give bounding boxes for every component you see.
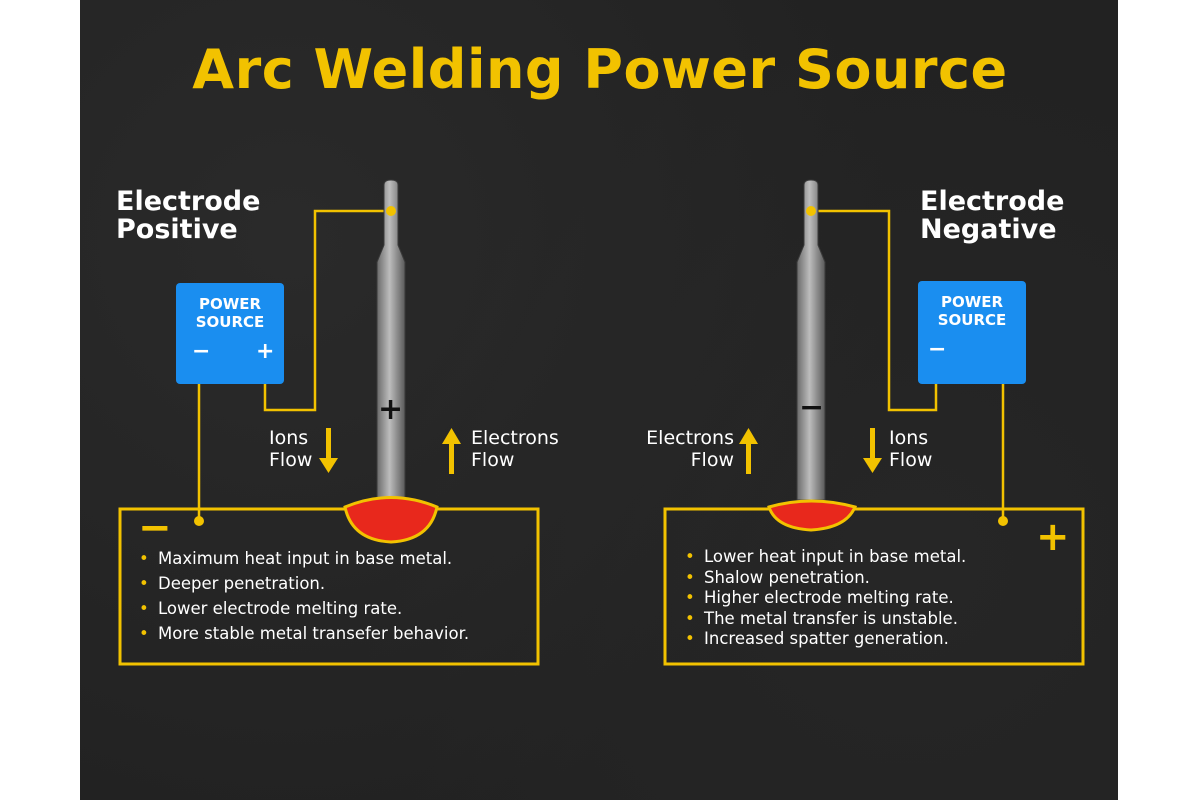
left-weld-pool [343, 496, 439, 544]
right-heading-line2: Negative [920, 214, 1057, 245]
left-wire-positive [263, 209, 391, 412]
right-base-metal-dot [998, 516, 1008, 526]
list-item: Deeper penetration. [136, 571, 526, 596]
left-terminal-negative-label: − [192, 339, 211, 364]
left-power-source-box: POWER SOURCE − + [176, 283, 284, 384]
right-electrons-flow-label: Electrons Flow [646, 427, 734, 471]
left-heading: Electrode Positive [116, 188, 260, 244]
left-electrons-flow-label: Electrons Flow [471, 427, 559, 471]
list-item: Lower heat input in base metal. [682, 547, 1042, 568]
right-weld-pool [767, 499, 858, 532]
right-heading-line1: Electrode [920, 186, 1065, 217]
list-item: Increased spatter generation. [682, 629, 1042, 650]
left-heading-line1: Electrode [116, 186, 261, 217]
right-ions-flow-label: Ions Flow [889, 427, 933, 471]
left-power-source-label: POWER SOURCE [195, 295, 265, 331]
left-terminal-positive-label: + [256, 339, 275, 364]
right-power-source-label: POWER SOURCE [937, 293, 1007, 329]
list-item: The metal transfer is unstable. [682, 609, 1042, 630]
left-heading-line2: Positive [116, 214, 238, 245]
right-effects-list: Lower heat input in base metal. Shalow p… [682, 547, 1042, 650]
left-ions-flow-label: Ions Flow [269, 427, 313, 471]
left-electrode-connection-dot [386, 206, 396, 216]
left-base-metal-dot [194, 516, 204, 526]
list-item: Maximum heat input in base metal. [136, 546, 526, 571]
list-item: More stable metal transefer behavior. [136, 621, 526, 646]
list-item: Shalow penetration. [682, 568, 1042, 589]
right-wire-negative [811, 209, 938, 412]
right-terminal-negative-label: − [928, 337, 947, 362]
right-power-source-box: POWER SOURCE − [918, 281, 1026, 384]
right-electrons-flow-arrow [739, 428, 758, 474]
right-heading: Electrode Negative [920, 188, 1064, 244]
right-electrode-connection-dot [806, 206, 816, 216]
chalkboard-background [80, 0, 1118, 800]
left-electrons-flow-arrow [442, 428, 461, 474]
left-electrode [376, 179, 406, 501]
left-electrode-polarity-sign: + [378, 392, 404, 427]
left-base-metal-polarity: − [138, 505, 172, 551]
left-ions-flow-arrow [319, 428, 338, 473]
right-electrode-polarity-sign: − [799, 390, 825, 425]
left-effects-list: Maximum heat input in base metal. Deeper… [136, 546, 526, 646]
right-base-metal-box [663, 507, 1085, 666]
left-base-metal-box [118, 507, 540, 666]
right-ions-flow-arrow [863, 428, 882, 473]
list-item: Lower electrode melting rate. [136, 596, 526, 621]
diagram-title: Arc Welding Power Source [192, 38, 1008, 101]
right-electrode [796, 179, 826, 501]
list-item: Higher electrode melting rate. [682, 588, 1042, 609]
